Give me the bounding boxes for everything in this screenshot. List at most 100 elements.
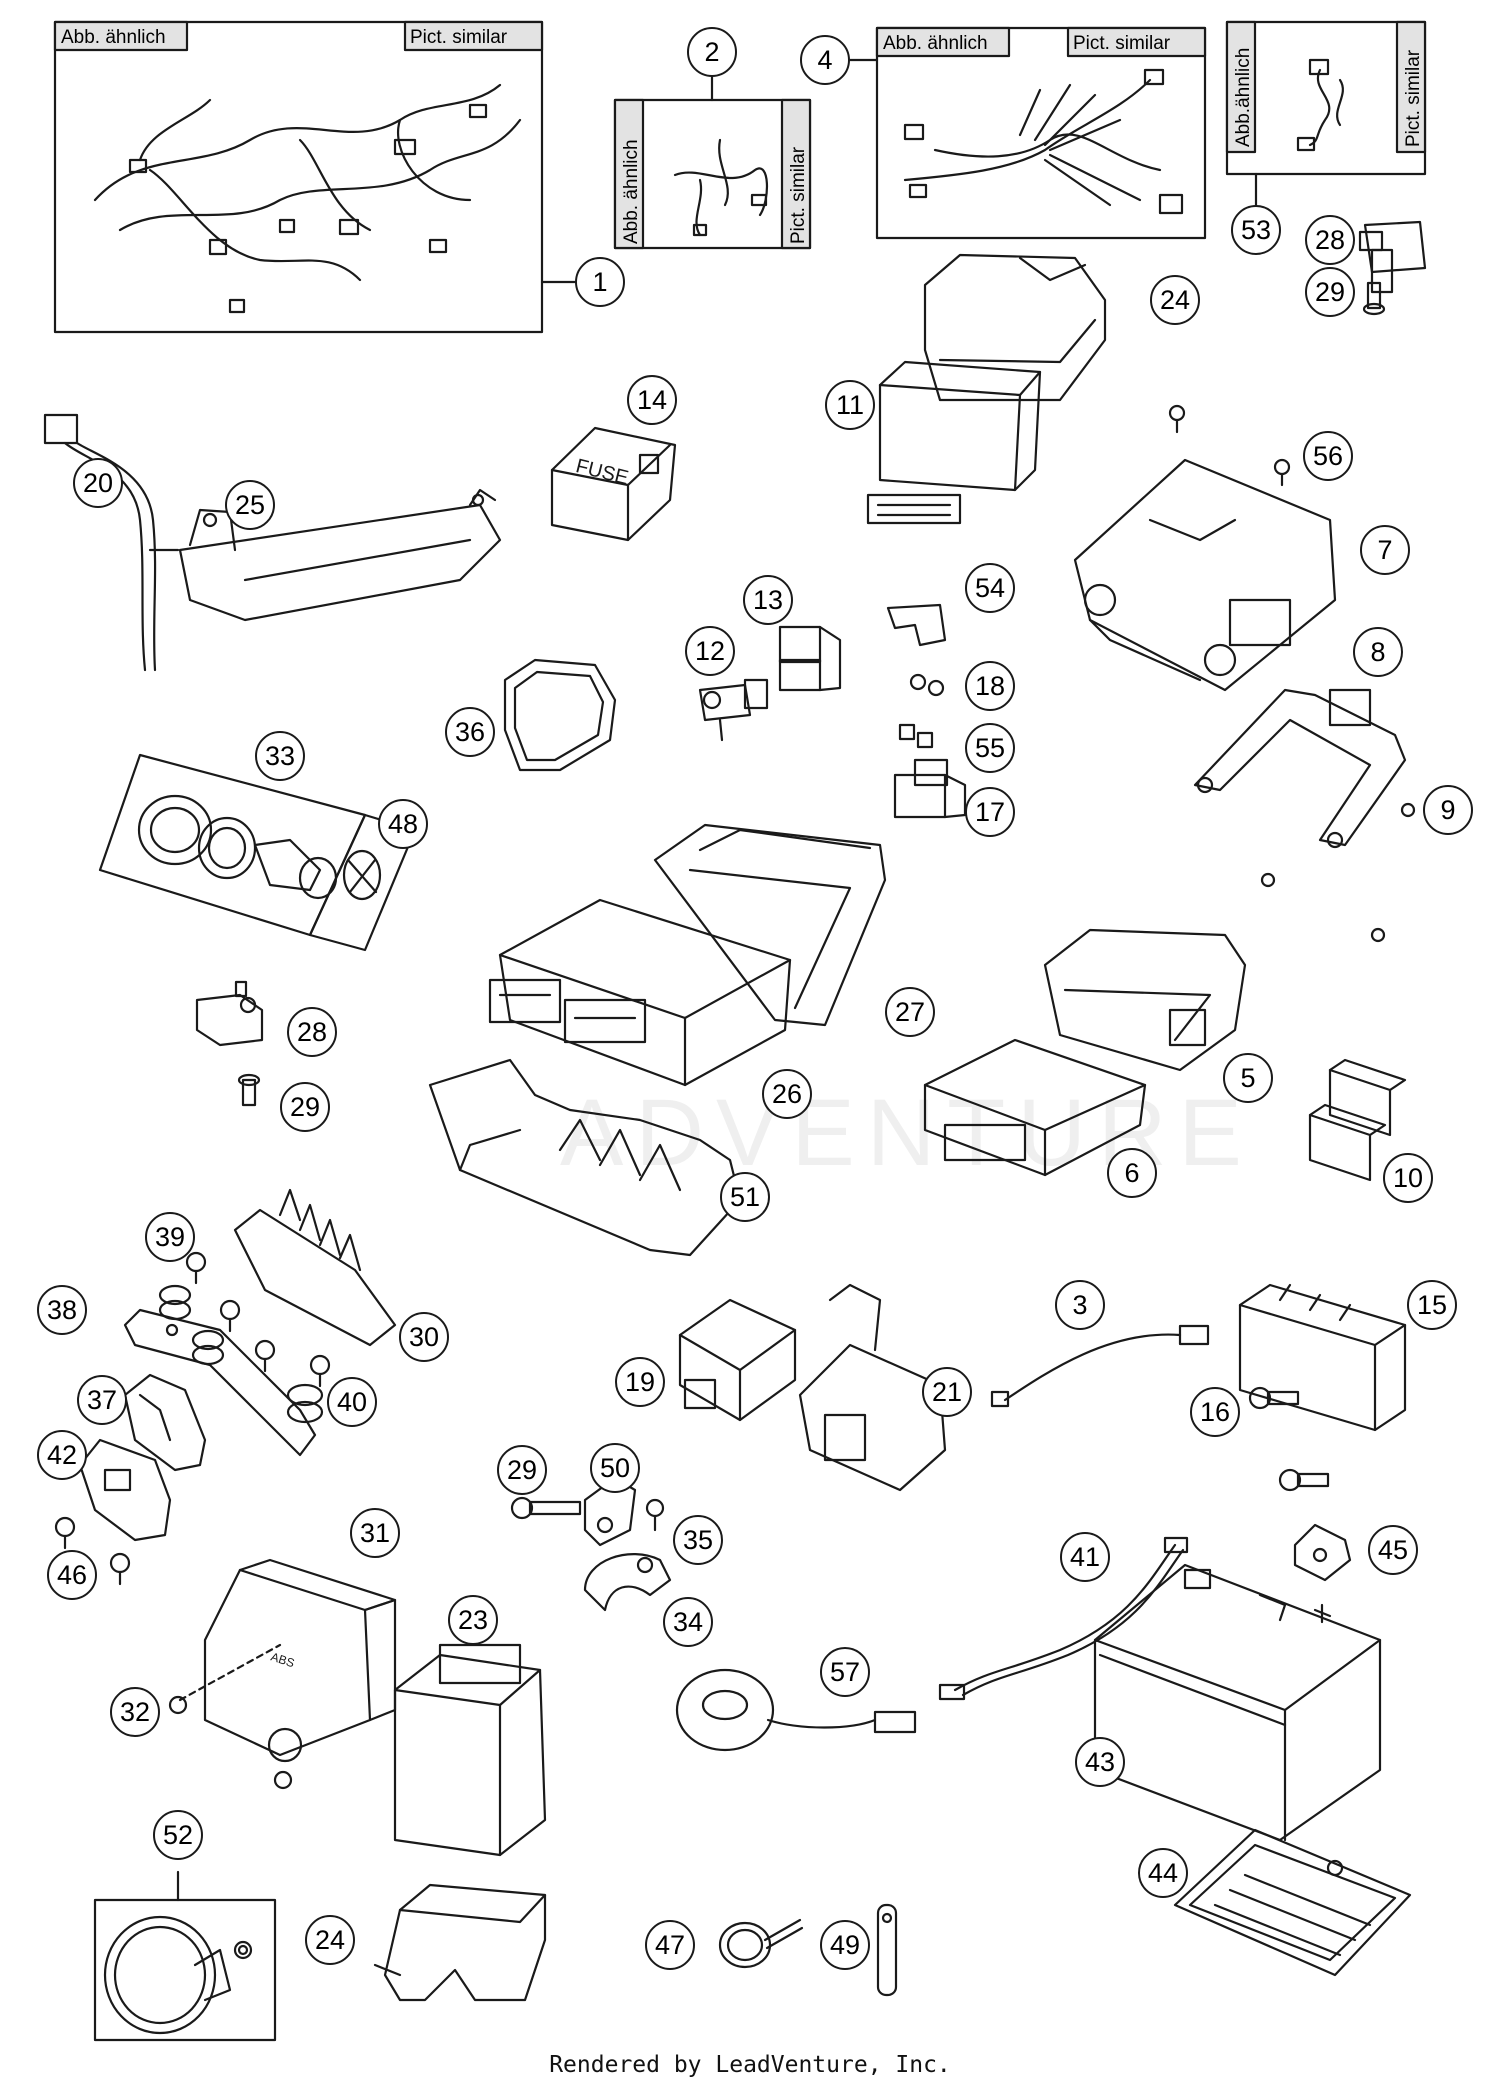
part-42-holder: [78, 1438, 172, 1542]
callout-28: 28: [1305, 215, 1355, 265]
callout-38: 38: [37, 1285, 87, 1335]
callout-number: 7: [1377, 535, 1392, 565]
callout-circle: [1305, 215, 1355, 265]
callout-circle: [37, 1430, 87, 1480]
part-29-screw-top: [1362, 281, 1386, 316]
part-28-relay-top: [1358, 220, 1427, 294]
part-23-ecu-lower: [393, 1643, 547, 1857]
callout-circle: [762, 1069, 812, 1119]
part-52-horn: [93, 1898, 277, 2042]
callout-circle: [287, 1007, 337, 1057]
callout-24: 24: [1150, 275, 1200, 325]
part-15-rectifier: [1238, 1283, 1407, 1432]
callout-42: 42: [37, 1430, 87, 1480]
part-4-sub-harness: [875, 26, 1207, 240]
callout-number: 9: [1440, 795, 1455, 825]
callout-52: 52: [153, 1810, 203, 1860]
callout-circle: [965, 723, 1015, 773]
part-2-wiring-adapter: [613, 98, 812, 250]
tag-similar-en-4: Pict. similar: [1073, 33, 1171, 54]
callout-50: 50: [590, 1443, 640, 1493]
callout-circle: [73, 458, 123, 508]
callout-circle: [820, 1647, 870, 1697]
part-27-ecu-frame: [653, 823, 887, 1027]
callout-number: 12: [695, 636, 725, 666]
callout-circle: [1075, 1737, 1125, 1787]
callout-circle: [327, 1377, 377, 1427]
callout-number: 38: [47, 1295, 77, 1325]
part-30-regulator: [233, 1188, 397, 1347]
callout-40: 40: [327, 1377, 377, 1427]
callout-circle: [965, 661, 1015, 711]
callout-circle: [820, 1920, 870, 1970]
callout-44: 44: [1138, 1848, 1188, 1898]
callout-17: 17: [965, 787, 1015, 837]
callout-circle: [350, 1508, 400, 1558]
callout-6: 6: [1107, 1148, 1157, 1198]
callout-1: 1: [575, 257, 625, 307]
callout-number: 6: [1124, 1158, 1139, 1188]
callout-20: 20: [73, 458, 123, 508]
callout-circle: [627, 375, 677, 425]
callout-circle: [720, 1172, 770, 1222]
callout-3: 3: [1055, 1280, 1105, 1330]
part-43-battery: [1093, 1563, 1382, 1842]
tag-similar-en-53: Pict. similar: [1403, 49, 1424, 147]
tag-similar-de-53: Abb.ähnlich: [1233, 48, 1254, 147]
callout-47: 47: [645, 1920, 695, 1970]
callout-48: 48: [378, 799, 428, 849]
part-46-bolt: [54, 1516, 131, 1586]
callout-circle: [1231, 205, 1281, 255]
callout-number: 46: [57, 1560, 87, 1590]
callout-number: 48: [388, 809, 418, 839]
callout-number: 43: [1085, 1747, 1115, 1777]
callout-number: 50: [600, 1453, 630, 1483]
callout-number: 8: [1370, 637, 1385, 667]
callout-number: 3: [1072, 1290, 1087, 1320]
part-36-seal: [503, 658, 617, 772]
callout-37: 37: [77, 1375, 127, 1425]
part-6-module: [923, 1038, 1147, 1177]
callout-circle: [685, 626, 735, 676]
callout-circle: [687, 27, 737, 77]
callout-number: 10: [1393, 1163, 1423, 1193]
callout-number: 29: [290, 1092, 320, 1122]
callout-circle: [663, 1597, 713, 1647]
callout-circle: [110, 1687, 160, 1737]
callout-circle: [1368, 1525, 1418, 1575]
part-3-ground-cable: [990, 1324, 1210, 1408]
callout-16: 16: [1190, 1387, 1240, 1437]
callout-circle: [47, 1550, 97, 1600]
part-26-ecu: [488, 898, 792, 1087]
callout-29: 29: [497, 1445, 547, 1495]
callout-number: 54: [975, 573, 1005, 603]
callout-circle: [1305, 267, 1355, 317]
part-17-relay-holder: [893, 758, 967, 819]
part-33-socket-assembly: [98, 753, 367, 937]
callout-number: 25: [235, 490, 265, 520]
callout-25: 25: [225, 480, 275, 530]
callout-56: 56: [1303, 431, 1353, 481]
callout-29: 29: [280, 1082, 330, 1132]
callout-number: 35: [683, 1525, 713, 1555]
part-39-bolt: [185, 1251, 331, 1388]
part-57-sensor: [675, 1668, 917, 1752]
callout-33: 33: [255, 731, 305, 781]
part-24-ecu-cover-top: [923, 253, 1107, 402]
part-32-screw: [168, 1695, 293, 1790]
callout-circle: [645, 1920, 695, 1970]
callout-circle: [1383, 1153, 1433, 1203]
callout-circle: [497, 1445, 547, 1495]
callout-number: 23: [458, 1605, 488, 1635]
callout-number: 47: [655, 1930, 685, 1960]
callout-circle: [225, 480, 275, 530]
callout-2: 2: [687, 27, 737, 77]
callout-circle: [305, 1915, 355, 1965]
callout-number: 18: [975, 671, 1005, 701]
callout-number: 34: [673, 1607, 703, 1637]
part-31-control-unit: ABS: [203, 1558, 397, 1763]
callout-circle: [1150, 275, 1200, 325]
callout-54: 54: [965, 563, 1015, 613]
tag-similar-en-2: Pict. similar: [788, 146, 809, 244]
